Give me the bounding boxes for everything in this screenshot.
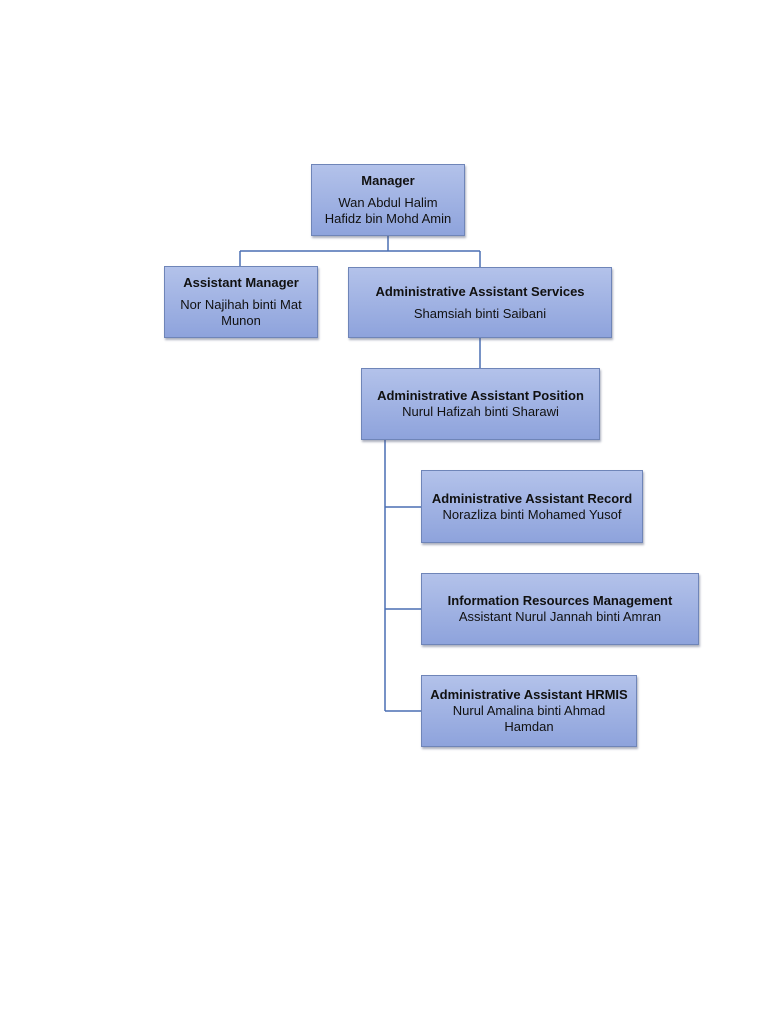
admin-position-title: Administrative Assistant Position bbox=[377, 388, 584, 403]
manager-box: Manager Wan Abdul Halim Hafidz bin Mohd … bbox=[311, 164, 465, 236]
admin-hrmis-box: Administrative Assistant HRMIS Nurul Ama… bbox=[421, 675, 637, 747]
manager-name-line1: Wan Abdul Halim bbox=[338, 195, 438, 210]
info-resources-name: Assistant Nurul Jannah binti Amran bbox=[458, 609, 662, 624]
admin-services-box: Administrative Assistant Services Shamsi… bbox=[348, 267, 612, 338]
assistant-manager-name-line1: Nor Najihah binti Mat bbox=[180, 297, 302, 312]
assistant-manager-name-line2: Munon bbox=[221, 313, 261, 328]
info-resources-box: Information Resources Management Assista… bbox=[421, 573, 699, 645]
admin-hrmis-name-line2: Hamdan bbox=[504, 719, 554, 734]
assistant-manager-box: Assistant Manager Nor Najihah binti Mat … bbox=[164, 266, 318, 338]
admin-record-title: Administrative Assistant Record bbox=[431, 490, 633, 506]
admin-hrmis-name-line1: Nurul Amalina binti Ahmad bbox=[452, 703, 606, 718]
assistant-manager-title: Assistant Manager bbox=[183, 275, 299, 290]
admin-hrmis-title: Administrative Assistant HRMIS bbox=[430, 687, 628, 702]
admin-record-box: Administrative Assistant Record Norazliz… bbox=[421, 470, 643, 543]
admin-services-title: Administrative Assistant Services bbox=[375, 283, 585, 299]
manager-title: Manager bbox=[361, 173, 415, 188]
admin-services-name: Shamsiah binti Saibani bbox=[413, 305, 547, 321]
admin-record-name: Norazliza binti Mohamed Yusof bbox=[442, 506, 622, 522]
admin-position-box: Administrative Assistant Position Nurul … bbox=[361, 368, 600, 440]
manager-name-line2: Hafidz bin Mohd Amin bbox=[324, 211, 452, 226]
admin-position-name: Nurul Hafizah binti Sharawi bbox=[402, 404, 559, 419]
info-resources-title: Information Resources Management bbox=[447, 593, 673, 608]
